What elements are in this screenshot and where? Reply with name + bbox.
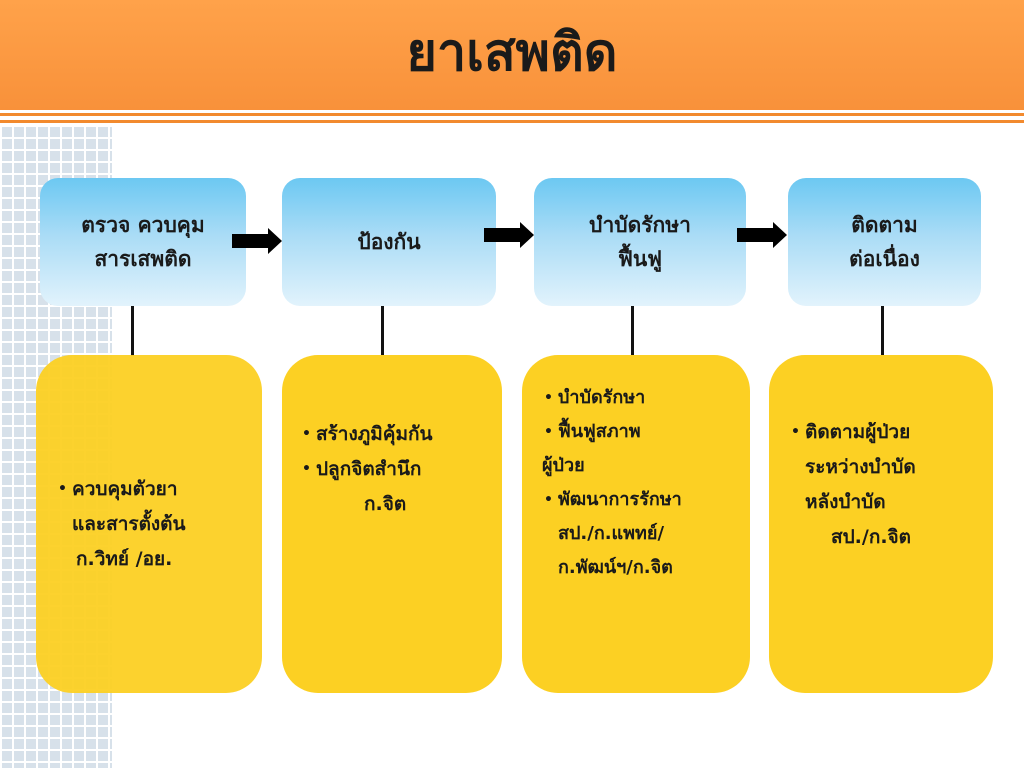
- step-label: บำบัดรักษา ฟื้นฟู: [589, 213, 691, 271]
- step-box-control: ตรวจ ควบคุม สารเสพติด: [40, 178, 246, 306]
- arrow-right-icon: [737, 222, 787, 248]
- connector-line: [131, 306, 134, 356]
- detail-box-prevention: สร้างภูมิคุ้มกัน ปลูกจิตสำนึก ก.จิต: [282, 355, 502, 693]
- title-banner: ยาเสพติด: [0, 0, 1024, 110]
- bullet-item: บำบัดรักษา: [542, 381, 750, 415]
- arrow-right-icon: [484, 222, 534, 248]
- bullet-item: พัฒนาการรักษา สป./ก.แพทย์/ ก.พัฒน์ฯ/ก.จิ…: [542, 483, 750, 585]
- bullet-item: ติดตามผู้ป่วย ระหว่างบำบัด หลังบำบัด สป.…: [789, 415, 993, 555]
- step-box-followup: ติดตาม ต่อเนื่อง: [788, 178, 981, 306]
- step-box-prevention: ป้องกัน: [282, 178, 496, 306]
- connector-line: [881, 306, 884, 356]
- slide-title: ยาเสพติด: [406, 23, 618, 83]
- connector-line: [631, 306, 634, 356]
- detail-box-treatment: บำบัดรักษา ฟื้นฟูสภาพ ผู้ป่วย พัฒนาการรั…: [522, 355, 750, 693]
- detail-box-control: ควบคุมตัวยา และสารตั้งต้น ก.วิทย์ /อย.: [36, 355, 262, 693]
- bullet-item: ฟื้นฟูสภาพ ผู้ป่วย: [542, 415, 750, 483]
- bullet-item: ควบคุมตัวยา และสารตั้งต้น ก.วิทย์ /อย.: [56, 472, 262, 577]
- step-box-treatment: บำบัดรักษา ฟื้นฟู: [534, 178, 746, 306]
- connector-line: [381, 306, 384, 356]
- step-label: ป้องกัน: [357, 230, 421, 254]
- arrow-right-icon: [232, 228, 282, 254]
- divider-line: [0, 120, 1024, 123]
- divider-line: [0, 113, 1024, 116]
- bullet-item: ปลูกจิตสำนึก ก.จิต: [300, 452, 502, 522]
- bullet-item: สร้างภูมิคุ้มกัน: [300, 417, 502, 452]
- step-label: ตรวจ ควบคุม สารเสพติด: [81, 213, 205, 271]
- detail-box-followup: ติดตามผู้ป่วย ระหว่างบำบัด หลังบำบัด สป.…: [769, 355, 993, 693]
- step-label: ติดตาม ต่อเนื่อง: [849, 213, 920, 271]
